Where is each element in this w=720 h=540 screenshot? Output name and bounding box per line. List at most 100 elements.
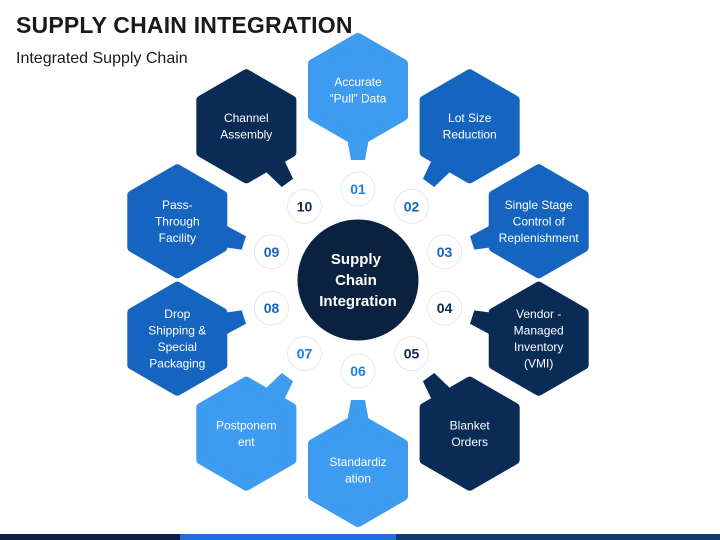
center-label: Supply Chain Integration bbox=[319, 251, 397, 310]
item-07: Postponem ent bbox=[196, 373, 297, 491]
item-label-line: Special bbox=[158, 340, 197, 354]
number-badge-02: 02 bbox=[394, 188, 429, 224]
connector-05 bbox=[422, 373, 455, 407]
number-text: 09 bbox=[264, 244, 280, 260]
item-label-line: Packaging bbox=[149, 357, 205, 371]
number-text: 10 bbox=[297, 198, 313, 214]
item-label-line: Blanket bbox=[450, 419, 491, 433]
number-badge-10: 10 bbox=[287, 188, 322, 224]
item-label-line: Channel bbox=[224, 111, 269, 125]
page-subtitle: Integrated Supply Chain bbox=[16, 50, 188, 67]
item-label-line: Postponem bbox=[216, 419, 277, 433]
center-label-line-2: Chain bbox=[335, 272, 377, 289]
item-label-line: Accurate bbox=[334, 75, 382, 89]
item-label-line: ation bbox=[345, 471, 371, 485]
item-label-line: (VMI) bbox=[524, 357, 553, 371]
item-label-line: “Pull” Data bbox=[330, 91, 387, 105]
footer-accent-bar bbox=[0, 534, 720, 540]
item-label-line: Vendor - bbox=[516, 307, 561, 321]
item-label-06: Standardiz ation bbox=[329, 455, 386, 486]
connector-10 bbox=[261, 153, 294, 187]
item-label-line: Orders bbox=[451, 435, 488, 449]
number-circle bbox=[394, 336, 429, 372]
item-label-line: Managed bbox=[514, 324, 564, 338]
item-label-line: Reduction bbox=[443, 128, 497, 142]
center-hub: Supply Chain Integration bbox=[294, 216, 422, 344]
item-label-line: Single Stage bbox=[505, 198, 573, 212]
center-label-line-1: Supply bbox=[331, 251, 382, 268]
item-label-line: Shipping & bbox=[148, 324, 206, 338]
hexagon-08 bbox=[127, 281, 228, 396]
number-badge-01: 01 bbox=[340, 171, 376, 207]
number-badge-06: 06 bbox=[340, 353, 376, 389]
item-label-line: Through bbox=[155, 214, 200, 228]
number-circle bbox=[287, 188, 322, 224]
item-label-line: Drop bbox=[164, 307, 190, 321]
number-circle bbox=[254, 290, 289, 326]
number-badge-09: 09 bbox=[254, 234, 289, 270]
number-text: 04 bbox=[437, 300, 453, 316]
center-circle bbox=[294, 216, 422, 344]
hexagon-03 bbox=[488, 164, 589, 279]
item-label-line: ent bbox=[238, 435, 255, 449]
item-06: Standardiz ation bbox=[308, 400, 408, 527]
hexagon-10 bbox=[196, 69, 297, 184]
connector-07 bbox=[261, 373, 294, 407]
item-label-line: Facility bbox=[159, 231, 196, 245]
item-label-01: Accurate “Pull” Data bbox=[330, 75, 387, 106]
number-badge-07: 07 bbox=[287, 336, 322, 372]
number-badge-04: 04 bbox=[427, 290, 462, 326]
number-text: 06 bbox=[350, 363, 366, 379]
number-text: 05 bbox=[404, 346, 420, 362]
item-label-07: Postponem ent bbox=[216, 419, 277, 450]
number-circle bbox=[254, 234, 289, 270]
number-badge-08: 08 bbox=[254, 290, 289, 326]
number-circle bbox=[340, 171, 376, 207]
number-text: 02 bbox=[404, 198, 420, 214]
number-text: 07 bbox=[297, 346, 313, 362]
item-label-line: Standardiz bbox=[329, 455, 386, 469]
number-circle bbox=[340, 353, 376, 389]
hexagon-07 bbox=[196, 376, 297, 491]
page-title: SUPPLY CHAIN INTEGRATION bbox=[16, 12, 353, 38]
hexagon-09 bbox=[127, 164, 228, 279]
number-circle bbox=[427, 290, 462, 326]
number-badge-03: 03 bbox=[427, 234, 462, 270]
connector-02 bbox=[422, 153, 455, 187]
hexagon-02 bbox=[419, 69, 520, 184]
center-label-line-3: Integration bbox=[319, 293, 397, 310]
item-label-line: Pass- bbox=[162, 198, 193, 212]
item-label-line: Replenishment bbox=[499, 231, 580, 245]
number-text: 01 bbox=[350, 181, 366, 197]
number-badge-05: 05 bbox=[394, 336, 429, 372]
hexagon-04 bbox=[488, 281, 589, 396]
number-circle bbox=[427, 234, 462, 270]
number-circle bbox=[394, 188, 429, 224]
hexagon-06 bbox=[308, 413, 408, 527]
hexagon-05 bbox=[419, 376, 520, 491]
hexagon-01 bbox=[308, 33, 408, 147]
item-label-line: Control of bbox=[513, 214, 566, 228]
item-01: Accurate “Pull” Data bbox=[308, 33, 408, 160]
item-label-line: Inventory bbox=[514, 340, 563, 354]
item-label-line: Assembly bbox=[220, 128, 272, 142]
number-layer: 01 02 03 04 05 06 07 08 09 10 bbox=[254, 171, 462, 389]
number-text: 08 bbox=[264, 300, 280, 316]
number-circle bbox=[287, 336, 322, 372]
